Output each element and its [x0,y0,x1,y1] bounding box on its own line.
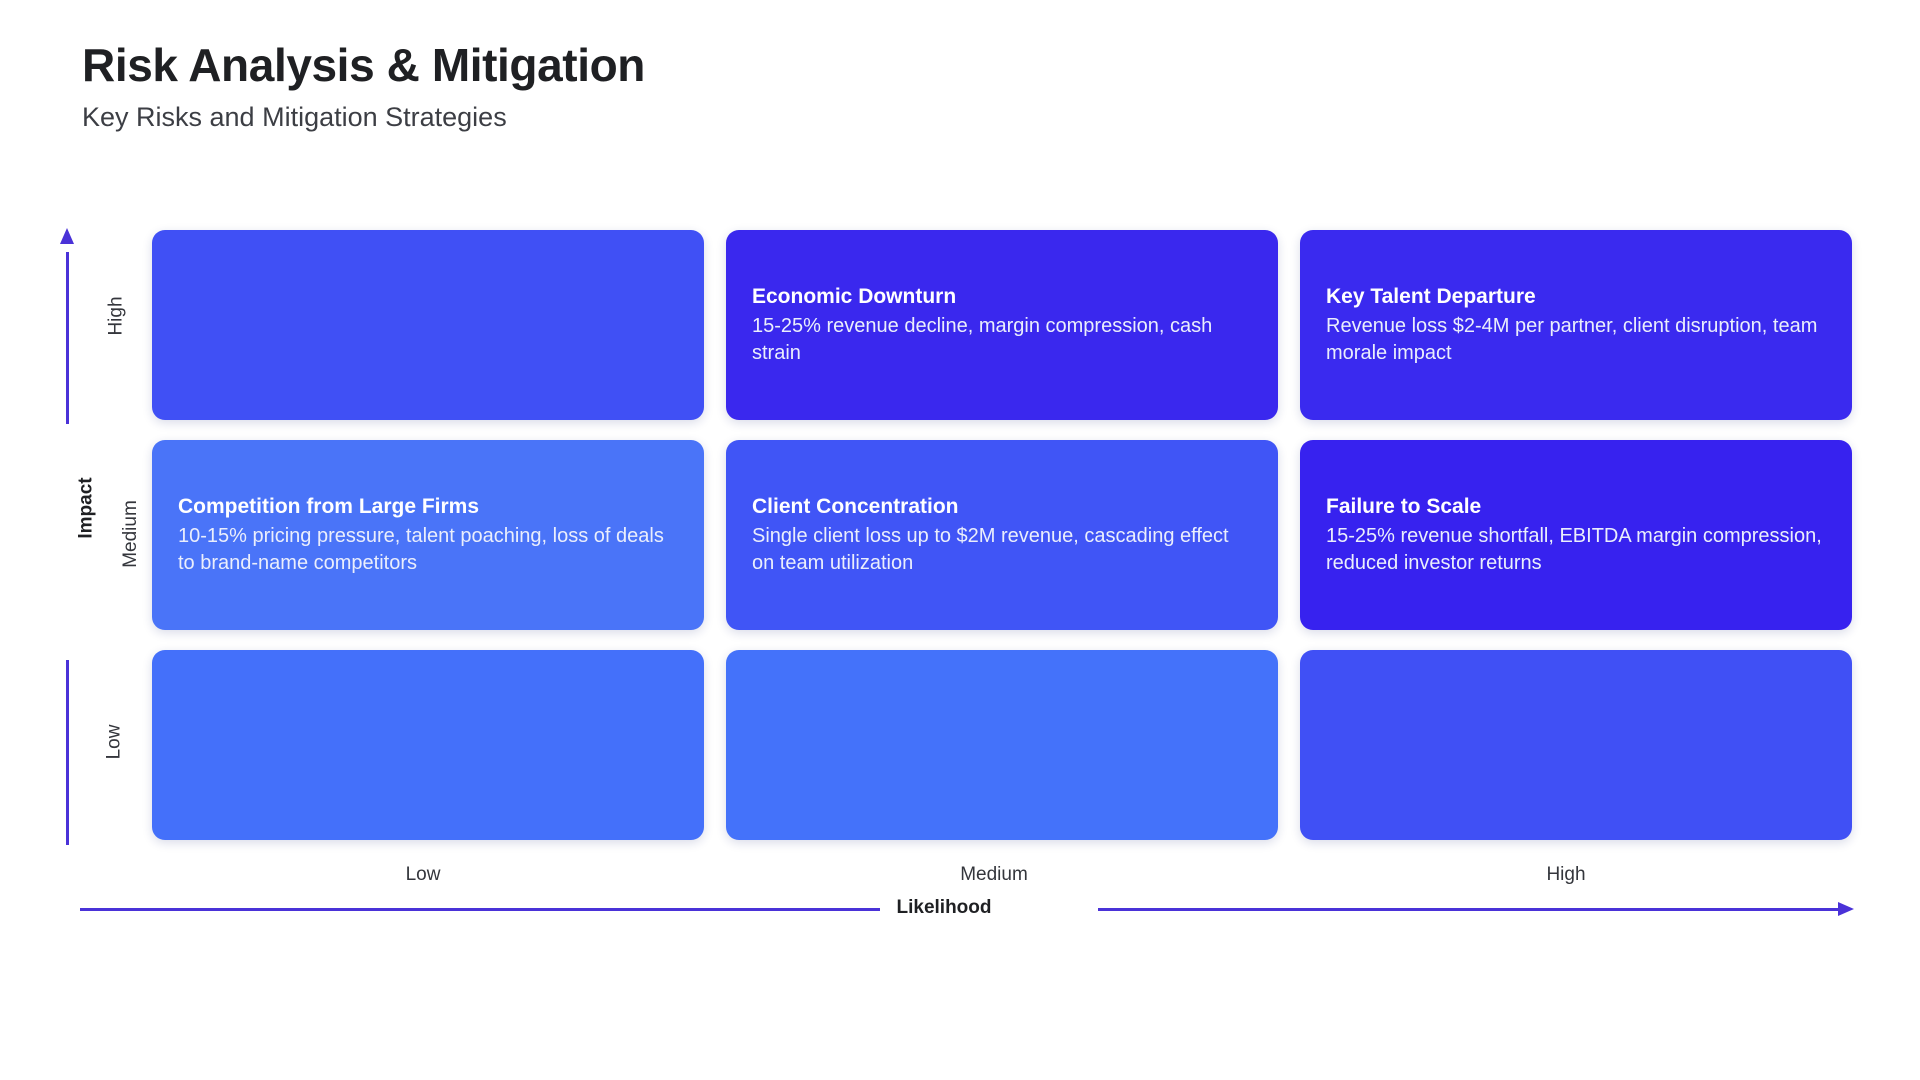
x-axis-tick-high: High [1546,864,1586,885]
y-axis-tick-medium: Medium [119,500,141,568]
risk-cell-high-low [152,230,704,420]
y-axis-tick-high: High [105,296,127,336]
page-subtitle: Key Risks and Mitigation Strategies [82,101,507,132]
risk-cell-description: 10-15% pricing pressure, talent poaching… [178,525,664,574]
risk-cell-low-medium [726,650,1278,840]
risk-cell-title: Key Talent Departure [1326,284,1536,308]
y-axis-line-upper [66,252,69,424]
risk-cell-description: Single client loss up to $2M revenue, ca… [752,525,1229,574]
x-axis-tick-medium: Medium [960,864,1028,885]
y-axis-line-lower [66,660,69,845]
x-axis-title: Likelihood [896,897,992,918]
y-axis-arrow-icon [60,228,74,244]
x-axis-tick-low: Low [405,864,441,885]
risk-cell-title: Client Concentration [752,494,959,518]
risk-cell-title: Economic Downturn [752,284,957,308]
risk-cell-low-high [1300,650,1852,840]
risk-cell-low-low [152,650,704,840]
risk-cell-description: 15-25% revenue decline, margin compressi… [752,315,1213,364]
risk-cell-medium-high[interactable]: Failure to Scale 15-25% revenue shortfall… [1300,440,1852,630]
risk-matrix: Economic Downturn 15-25% revenue decline,… [152,230,1852,840]
x-axis-line-left [80,908,880,911]
risk-cell-title: Failure to Scale [1326,494,1482,518]
x-axis-arrow-icon [1838,902,1854,916]
risk-cell-title: Competition from Large Firms [178,494,480,518]
risk-cell-medium-low[interactable]: Competition from Large Firms 10-15% prici… [152,440,704,630]
risk-matrix-grid: Economic Downturn 15-25% revenue decline,… [152,230,1852,840]
risk-cell-description: 15-25% revenue shortfall, EBITDA margin … [1326,525,1822,574]
risk-cell-description: Revenue loss $2-4M per partner, client d… [1326,315,1818,364]
slide-header: Risk Analysis & Mitigation Key Risks and… [82,39,646,133]
y-axis-title: Impact [75,477,97,539]
risk-cell-high-medium[interactable]: Economic Downturn 15-25% revenue decline,… [726,230,1278,420]
y-axis-tick-low: Low [103,724,125,760]
x-axis-line-right [1098,908,1840,911]
page-title: Risk Analysis & Mitigation [82,39,646,91]
